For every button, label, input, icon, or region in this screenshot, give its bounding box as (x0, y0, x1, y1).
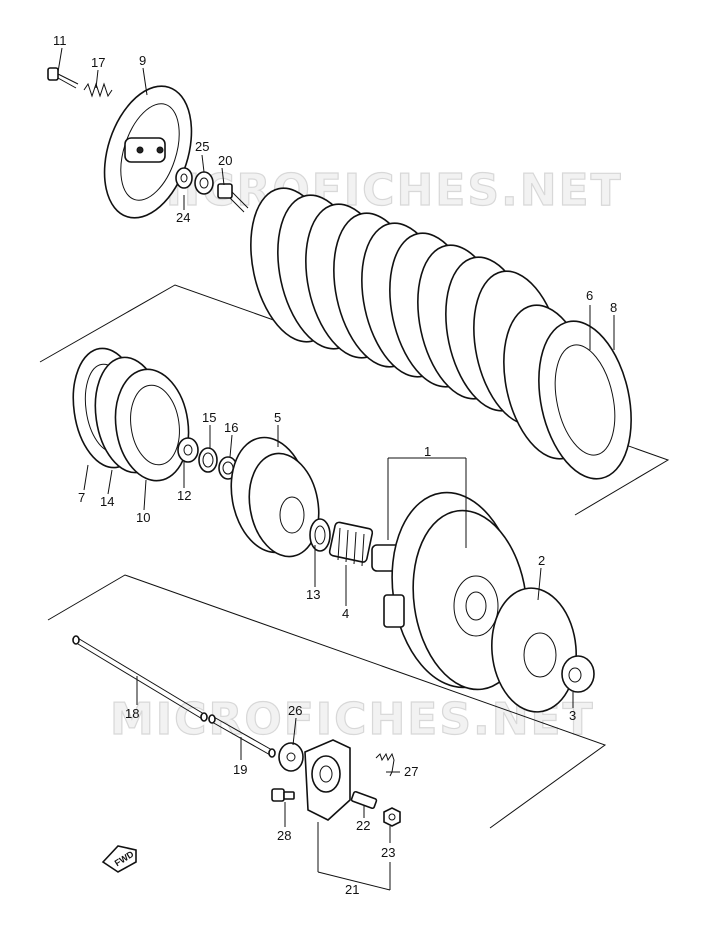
callout-26: 26 (288, 703, 302, 718)
callout-11: 11 (53, 33, 67, 48)
callout-7: 7 (78, 490, 85, 505)
callout-21: 21 (345, 882, 359, 897)
push-piece-20 (217, 183, 249, 213)
push-rod-18 (72, 635, 208, 722)
callout-5: 5 (274, 410, 281, 425)
callout-8: 8 (610, 300, 617, 315)
pressure-plate (103, 85, 193, 219)
callout-23: 23 (381, 845, 395, 860)
callout-1: 1 (424, 444, 431, 459)
callout-28: 28 (277, 828, 291, 843)
watermark-top: MICROFICHES.NET (138, 165, 623, 216)
needle-bearing-4 (328, 521, 374, 567)
washer-3 (561, 655, 595, 693)
clutch-plate-stack (250, 187, 632, 480)
callout-22: 22 (356, 818, 370, 833)
callout-20: 20 (218, 153, 232, 168)
bearing-24 (175, 167, 193, 189)
callout-24: 24 (176, 210, 190, 225)
callout-3: 3 (569, 708, 576, 723)
washer-15 (198, 447, 218, 473)
callout-25: 25 (195, 139, 209, 154)
bearing-25 (194, 171, 214, 195)
clutch-spring (83, 82, 113, 98)
callout-13: 13 (306, 587, 320, 602)
callout-14: 14 (100, 494, 114, 509)
callout-2: 2 (538, 553, 545, 568)
seat-10 (114, 368, 190, 482)
spring-27 (375, 752, 395, 777)
thrust-washer-13 (309, 518, 331, 552)
gear-plate-2 (491, 587, 577, 713)
callout-labels: 11 17 9 25 20 24 6 8 5 15 16 1 7 14 12 1… (53, 33, 617, 897)
nut-12 (177, 437, 199, 463)
callout-17: 17 (91, 55, 105, 70)
clutch-sleeve-hub (230, 436, 320, 558)
callout-6: 6 (586, 288, 593, 303)
assembly-frame-lower (47, 574, 607, 829)
callout-27: 27 (404, 764, 418, 779)
push-rod-19 (208, 714, 276, 758)
callout-4: 4 (342, 606, 349, 621)
release-cylinder-21 (304, 739, 351, 821)
callout-9: 9 (139, 53, 146, 68)
callout-18: 18 (125, 706, 139, 721)
bolt-28 (271, 788, 295, 802)
callout-15: 15 (202, 410, 216, 425)
stud-bolt-22 (350, 790, 378, 810)
callout-16: 16 (224, 420, 238, 435)
callout-10: 10 (136, 510, 150, 525)
nut-23 (383, 807, 401, 827)
callout-12: 12 (177, 488, 191, 503)
leader-lines (57, 47, 615, 891)
washer-26 (278, 742, 304, 772)
clutch-bolt (47, 67, 79, 89)
fwd-arrow: FWD (101, 845, 137, 873)
callout-19: 19 (233, 762, 247, 777)
